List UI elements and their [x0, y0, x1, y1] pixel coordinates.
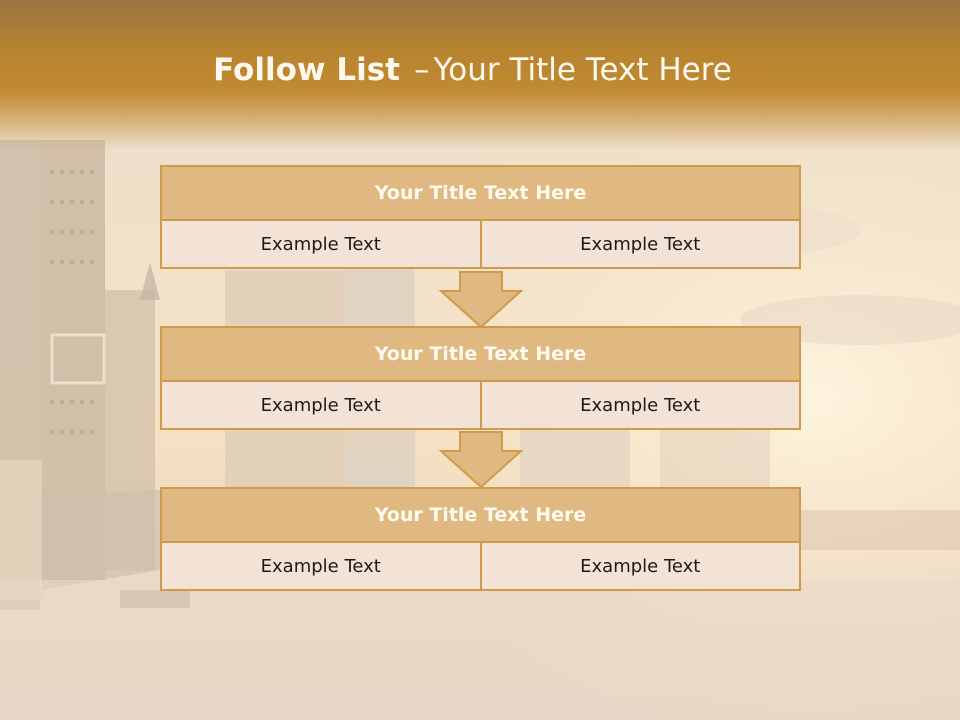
block-title: Your Title Text Here [160, 487, 801, 543]
block-cell-left: Example Text [160, 382, 482, 430]
list-block-3: Your Title Text Here Example Text Exampl… [160, 487, 801, 591]
block-cell-right: Example Text [481, 382, 801, 430]
slide-title: Follow List–Your Title Text Here [0, 52, 945, 88]
block-title: Your Title Text Here [160, 326, 801, 382]
block-cell-right: Example Text [481, 221, 801, 269]
list-block-2: Your Title Text Here Example Text Exampl… [160, 326, 801, 430]
down-arrow-icon [438, 431, 524, 489]
block-cell-right: Example Text [481, 543, 801, 591]
list-block-1: Your Title Text Here Example Text Exampl… [160, 165, 801, 269]
title-separator: – [413, 52, 430, 88]
header-band [0, 0, 960, 150]
block-row: Example Text Example Text [160, 382, 801, 430]
block-cell-left: Example Text [160, 221, 482, 269]
title-rest-part: Your Title Text Here [433, 52, 732, 88]
down-arrow-icon [438, 271, 524, 329]
block-row: Example Text Example Text [160, 221, 801, 269]
block-title: Your Title Text Here [160, 165, 801, 221]
title-bold-part: Follow List [213, 52, 400, 88]
block-row: Example Text Example Text [160, 543, 801, 591]
block-cell-left: Example Text [160, 543, 482, 591]
